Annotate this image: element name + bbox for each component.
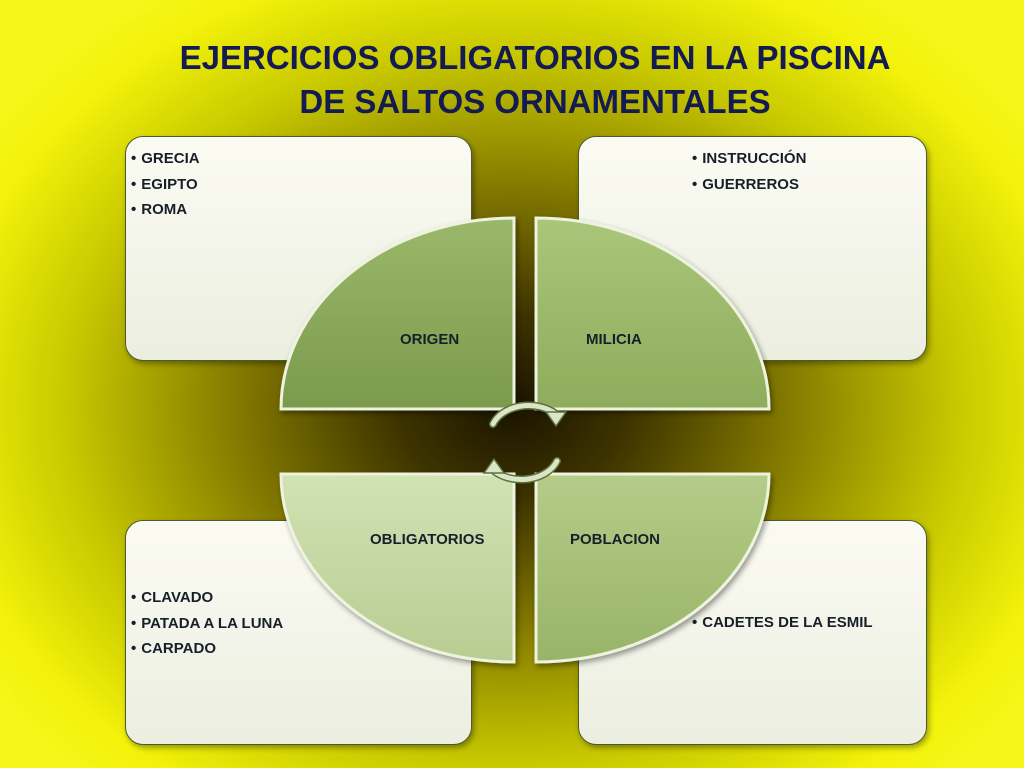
quadrant-label-obligatorios: OBLIGATORIOS xyxy=(370,531,485,548)
list-item: CADETES DE LA ESMIL xyxy=(692,610,872,636)
milicia-item-list: INSTRUCCIÓN GUERREROS xyxy=(692,146,806,197)
list-item: GRECIA xyxy=(131,146,199,172)
origen-item-list: GRECIA EGIPTO ROMA xyxy=(131,146,200,223)
list-item: ROMA xyxy=(131,197,200,223)
quadrant-label-poblacion: POBLACION xyxy=(570,531,660,548)
list-item: CARPADO xyxy=(131,636,283,662)
title-line-1: EJERCICIOS OBLIGATORIOS EN LA PISCINA xyxy=(179,39,891,76)
quadrant-label-origen: ORIGEN xyxy=(400,331,460,348)
quadrant-origen xyxy=(279,216,516,411)
title-line-2: DE SALTOS ORNAMENTALES xyxy=(299,83,771,120)
list-item: GUERREROS xyxy=(692,172,806,198)
obligatorios-item-list: CLAVADO PATADA A LA LUNA CARPADO xyxy=(131,585,283,662)
cycle-arrows-icon xyxy=(482,401,568,484)
list-item: EGIPTO xyxy=(131,172,200,198)
list-item: PATADA A LA LUNA xyxy=(131,611,283,637)
poblacion-item-list: CADETES DE LA ESMIL xyxy=(692,610,872,636)
list-item: INSTRUCCIÓN xyxy=(692,146,806,172)
quadrant-obligatorios xyxy=(279,472,516,664)
quadrant-poblacion xyxy=(534,472,771,664)
quadrant-milicia xyxy=(534,216,771,411)
quadrant-label-milicia: MILICIA xyxy=(586,331,642,348)
page-title: EJERCICIOS OBLIGATORIOS EN LA PISCINA DE… xyxy=(170,36,900,124)
list-item: CLAVADO xyxy=(131,585,283,611)
